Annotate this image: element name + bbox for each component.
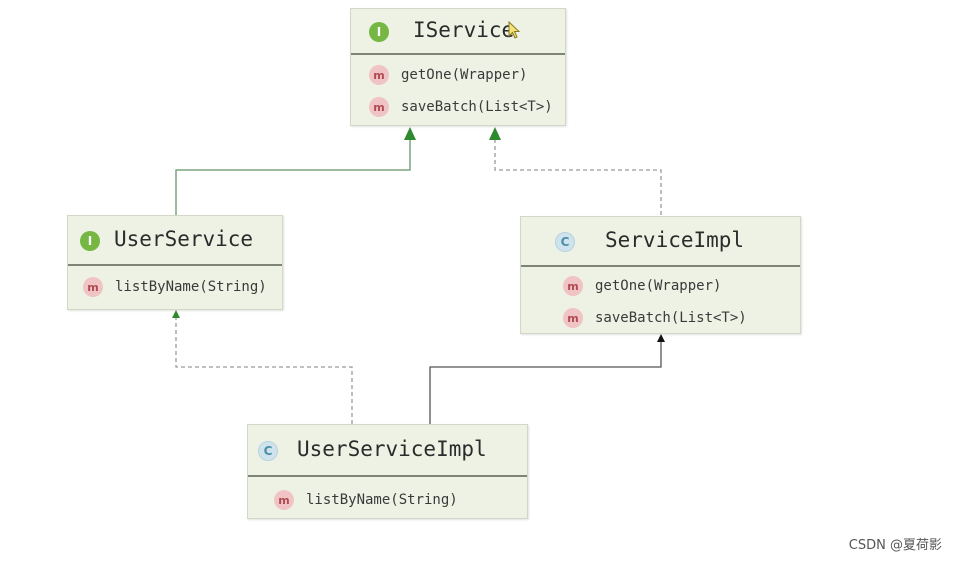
- edge-userserviceimpl-to-serviceimpl: [429, 341, 662, 424]
- edge-userserviceimpl-to-userservice: [175, 318, 353, 424]
- class-icon: C: [258, 441, 278, 461]
- serviceimpl-header: C ServiceImpl: [521, 217, 800, 267]
- userservice-header: I UserService: [68, 216, 282, 266]
- method-row: m listByName(String): [274, 490, 458, 510]
- method-icon: m: [563, 276, 583, 296]
- arrowhead-iservice-right: [489, 127, 501, 140]
- interface-icon: I: [369, 22, 389, 42]
- method-name: listByName(String): [115, 279, 267, 295]
- method-row: m saveBatch(List<T>): [563, 308, 747, 328]
- class-icon: C: [555, 232, 575, 252]
- method-icon: m: [369, 65, 389, 85]
- userserviceimpl-box[interactable]: C UserServiceImpl m listByName(String): [247, 424, 528, 519]
- arrowhead-userservice: [172, 310, 180, 318]
- userservice-title: UserService: [114, 227, 254, 251]
- serviceimpl-title: ServiceImpl: [605, 228, 745, 252]
- mouse-cursor-icon: [508, 21, 521, 39]
- method-icon: m: [274, 490, 294, 510]
- method-row: m getOne(Wrapper): [369, 65, 527, 85]
- watermark: CSDN @夏荷影: [848, 538, 942, 553]
- userservice-box[interactable]: I UserService m listByName(String): [67, 215, 283, 310]
- edge-serviceimpl-to-iservice: [494, 139, 662, 215]
- method-icon: m: [83, 277, 103, 297]
- method-name: saveBatch(List<T>): [401, 99, 553, 115]
- method-icon: m: [369, 97, 389, 117]
- arrowhead-serviceimpl: [657, 334, 665, 342]
- userserviceimpl-title: UserServiceImpl: [297, 437, 487, 461]
- serviceimpl-box[interactable]: C ServiceImpl m getOne(Wrapper) m saveBa…: [520, 216, 801, 334]
- userserviceimpl-header: C UserServiceImpl: [248, 425, 527, 477]
- arrowhead-iservice-left: [404, 127, 416, 140]
- method-row: m saveBatch(List<T>): [369, 97, 553, 117]
- method-name: getOne(Wrapper): [595, 278, 722, 294]
- edge-userservice-to-iservice: [175, 139, 411, 215]
- iservice-header: I IService: [351, 9, 565, 55]
- method-name: listByName(String): [306, 492, 458, 508]
- iservice-box[interactable]: I IService m getOne(Wrapper) m saveBatch…: [350, 8, 566, 126]
- iservice-title: IService: [413, 18, 515, 42]
- interface-icon: I: [80, 231, 100, 251]
- method-name: saveBatch(List<T>): [595, 310, 747, 326]
- method-icon: m: [563, 308, 583, 328]
- method-row: m getOne(Wrapper): [563, 276, 721, 296]
- method-row: m listByName(String): [83, 277, 267, 297]
- method-name: getOne(Wrapper): [401, 67, 528, 83]
